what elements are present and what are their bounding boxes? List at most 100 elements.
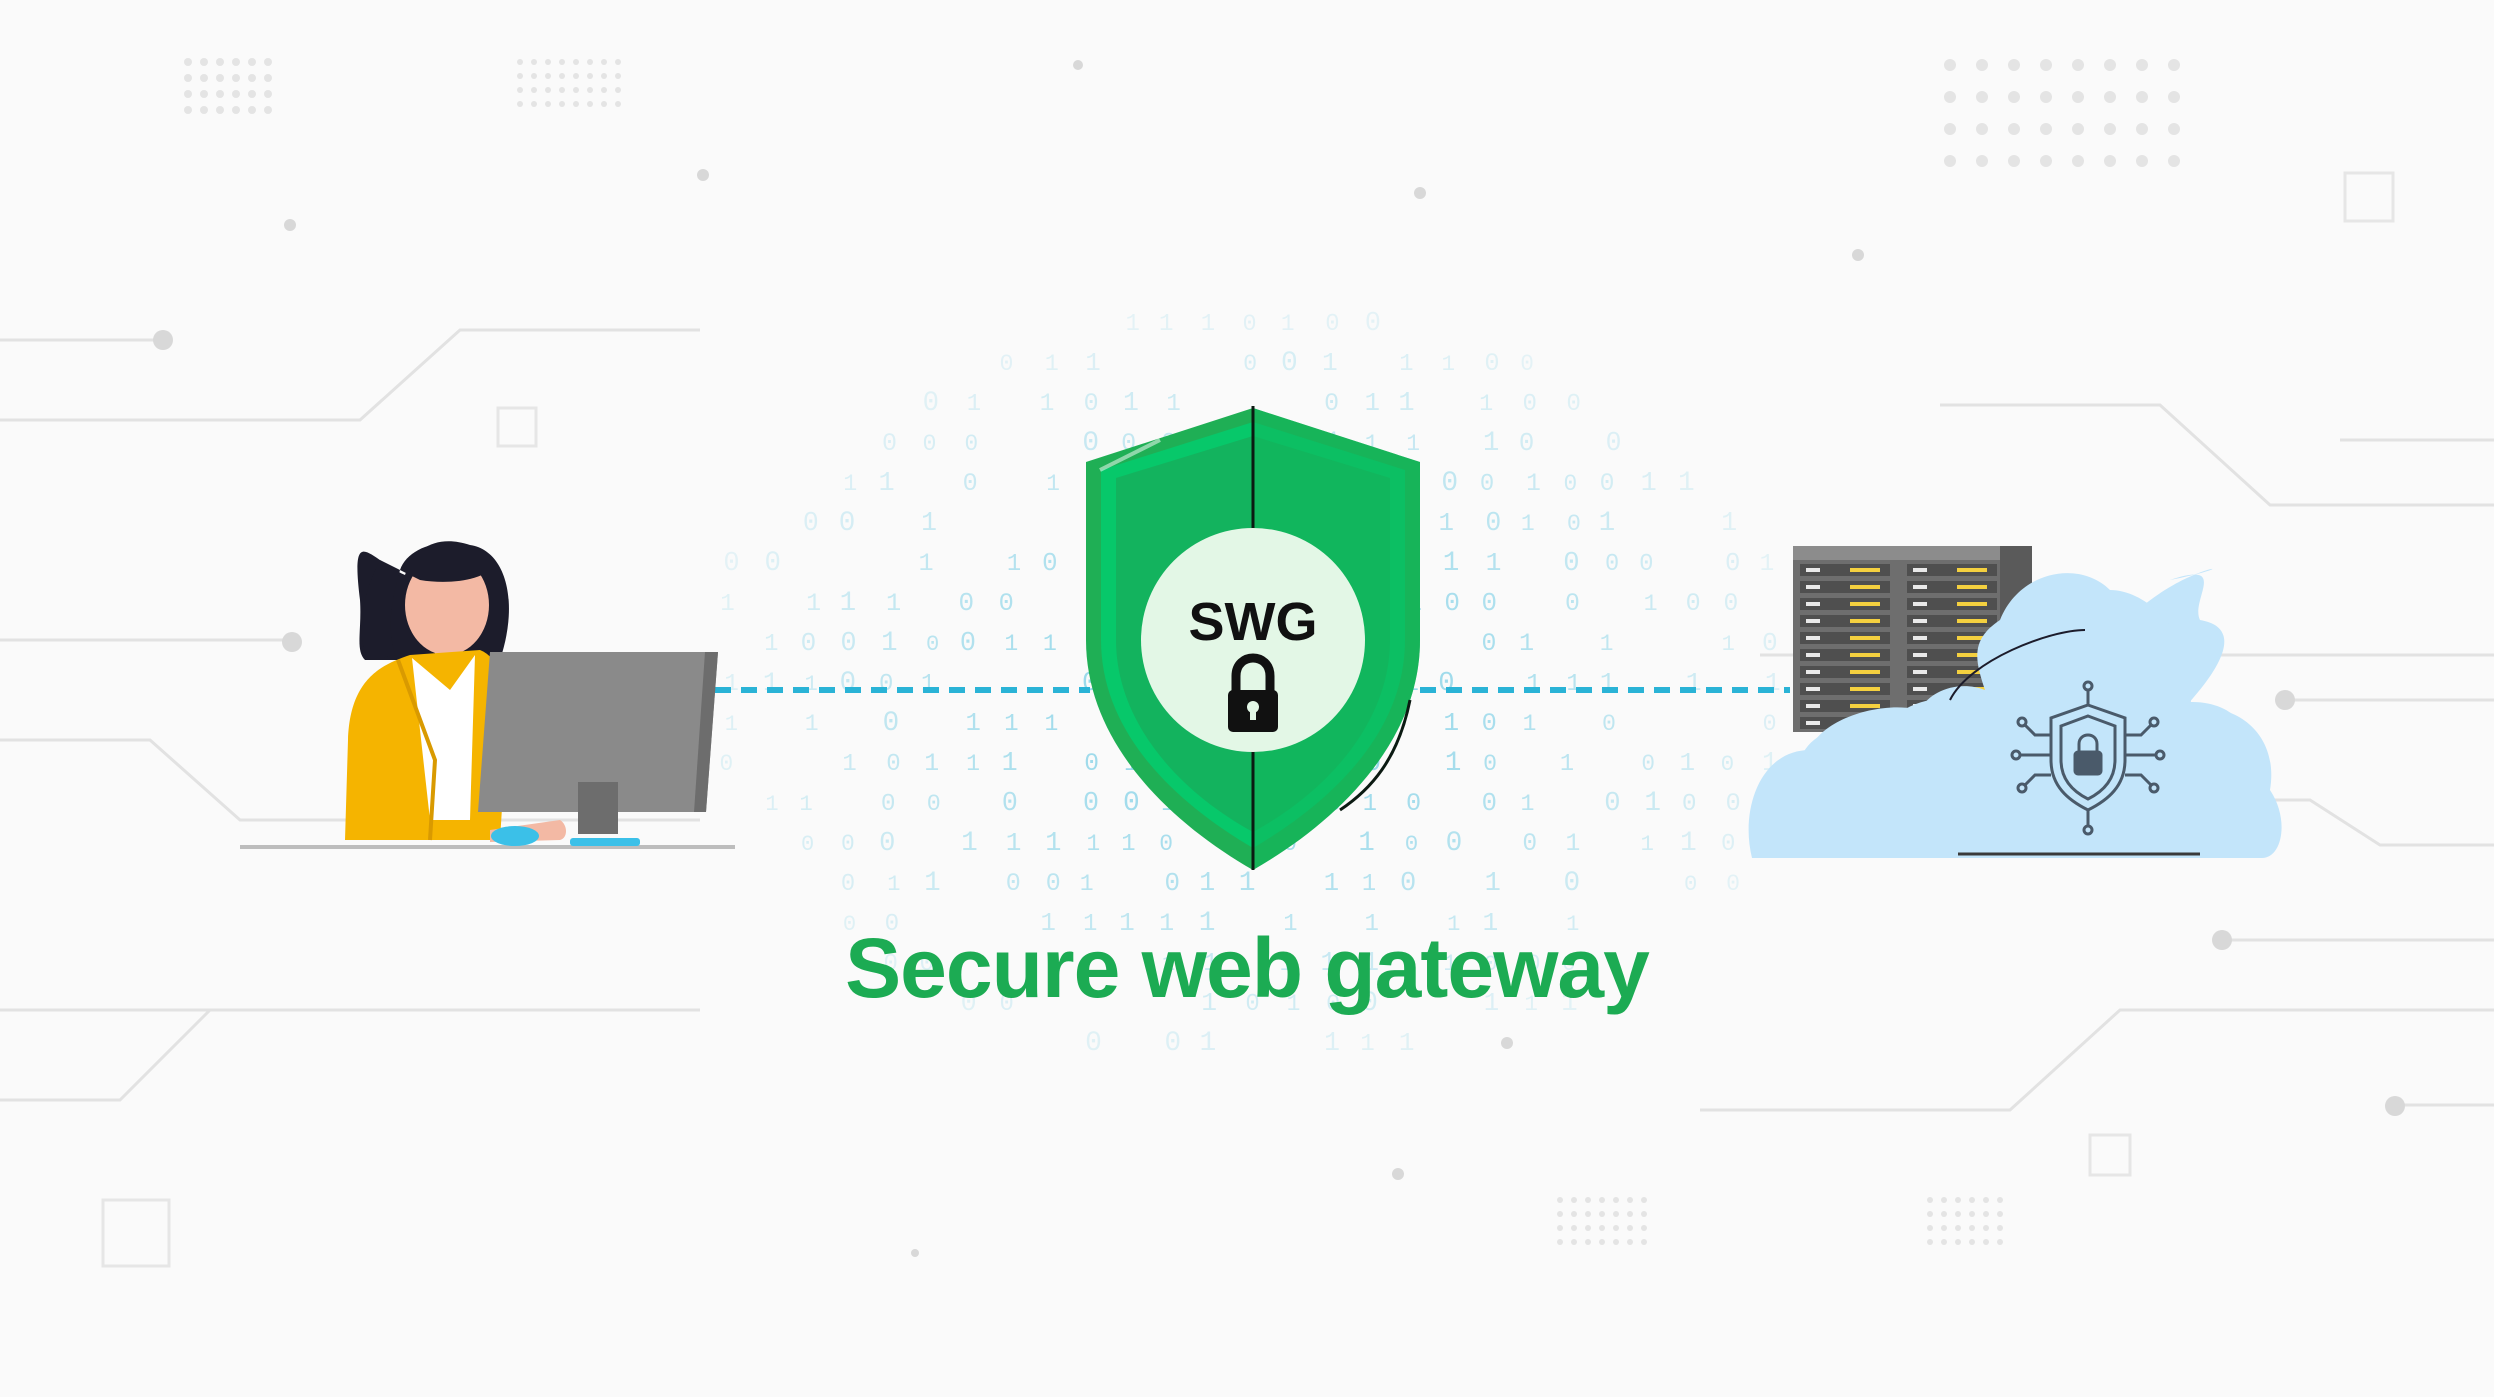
grid-dot: [264, 58, 272, 66]
binary-digit: 1: [965, 709, 980, 738]
grid-dot: [531, 73, 537, 79]
server-indicator: [1913, 636, 1927, 640]
grid-dot: [200, 58, 208, 66]
grid-dot: [1613, 1239, 1619, 1245]
grid-dot: [2104, 123, 2116, 135]
grid-dot: [2168, 59, 2180, 71]
grid-dot: [531, 101, 537, 107]
binary-digit: 1: [1159, 909, 1174, 938]
grid-dot: [2136, 91, 2148, 103]
server-slot: [1800, 683, 1890, 695]
grid-dot: [2008, 59, 2020, 71]
binary-digit: 0: [1725, 549, 1740, 578]
binary-digit: 1: [1126, 311, 1140, 338]
binary-digit: 0: [965, 431, 979, 457]
binary-digit: 1: [1678, 468, 1695, 499]
binary-digit: 1: [1046, 471, 1060, 497]
server-slot: [1800, 615, 1890, 627]
binary-digit: 1: [1721, 508, 1737, 538]
binary-digit: 1: [1566, 671, 1581, 698]
binary-digit: 1: [1486, 548, 1502, 578]
binary-digit: 1: [1040, 390, 1055, 418]
binary-digit: 1: [843, 471, 857, 497]
binary-digit: 1: [1166, 391, 1180, 418]
grid-dot: [1927, 1239, 1933, 1245]
grid-dot: [1927, 1211, 1933, 1217]
grid-dot: [1585, 1239, 1591, 1245]
binary-digit: 0: [801, 628, 817, 658]
binary-digit: 1: [1007, 551, 1021, 578]
grid-dot: [1944, 59, 1956, 71]
grid-dot: [1969, 1225, 1975, 1231]
binary-digit: 1: [1362, 871, 1376, 898]
binary-digit: 1: [1002, 749, 1018, 779]
grid-dot: [184, 74, 192, 82]
binary-digit: 0: [1604, 788, 1620, 819]
grid-dot: [2136, 155, 2148, 167]
binary-digit: 0: [1567, 511, 1581, 538]
server-indicator: [1806, 585, 1820, 589]
binary-digit: 0: [1721, 751, 1735, 777]
binary-digit: 1: [921, 508, 937, 538]
grid-dot: [573, 101, 579, 107]
binary-digit: 1: [1365, 389, 1380, 418]
binary-digit: 1: [725, 712, 738, 737]
binary-digit: 0: [1519, 429, 1534, 458]
binary-digit: 1: [1644, 788, 1661, 819]
binary-digit: 0: [1682, 791, 1697, 818]
binary-digit: 1: [804, 672, 817, 697]
binary-digit: 0: [840, 668, 856, 699]
server-indicator: [1806, 687, 1820, 691]
binary-digit: 0: [922, 431, 936, 457]
server-slot: [1907, 666, 1997, 678]
circuit-nodes: [153, 60, 2405, 1257]
grid-dot: [1944, 123, 1956, 135]
grid-dot: [1613, 1197, 1619, 1203]
binary-digit: 1: [1566, 912, 1579, 937]
grid-dot: [1927, 1225, 1933, 1231]
binary-digit: 0: [841, 831, 855, 857]
binary-digit: 0: [1639, 551, 1653, 578]
server-slot: [1800, 632, 1890, 644]
grid-dot: [1976, 91, 1988, 103]
grid-dot: [1983, 1225, 1989, 1231]
grid-dot: [1944, 155, 1956, 167]
server-indicator: [1806, 670, 1820, 674]
grid-dot: [1976, 123, 1988, 135]
binary-digit: 0: [1605, 551, 1619, 578]
grid-dot: [1627, 1239, 1633, 1245]
grid-dot: [1599, 1197, 1605, 1203]
binary-digit: 1: [1600, 631, 1614, 657]
grid-dot: [2168, 155, 2180, 167]
server-led: [1957, 653, 1987, 657]
binary-digit: 1: [1722, 632, 1735, 657]
binary-digit: 1: [1043, 631, 1057, 657]
grid-dot: [517, 101, 523, 107]
binary-digit: 1: [1482, 908, 1498, 938]
grid-dot: [1955, 1239, 1961, 1245]
binary-digit: 0: [1326, 992, 1340, 1018]
binary-digit: 1: [886, 589, 901, 618]
binary-digit: 1: [1641, 831, 1654, 857]
binary-digit: 1: [1439, 509, 1455, 538]
binary-digit: 1: [1479, 391, 1493, 418]
server-led: [1957, 568, 1987, 572]
binary-digit: 1: [1045, 829, 1061, 859]
binary-digit: 1: [1565, 830, 1580, 858]
grid-dot: [216, 74, 224, 82]
grid-dot: [601, 87, 607, 93]
binary-digit: 0: [1406, 789, 1421, 818]
binary-digit: 1: [1641, 469, 1657, 499]
binary-digit: 0: [1762, 628, 1778, 658]
binary-digit: 1: [1085, 349, 1100, 378]
binary-digit: 0: [1602, 711, 1616, 737]
grid-dot: [1969, 1239, 1975, 1245]
binary-digit: 1: [1765, 668, 1781, 698]
grid-dot: [517, 87, 523, 93]
grid-dot: [1585, 1225, 1591, 1231]
binary-digit: 0: [1522, 831, 1537, 858]
grid-dot: [517, 59, 523, 65]
server-indicator: [1913, 602, 1927, 606]
binary-digit: 1: [1680, 828, 1697, 859]
binary-digit: 0: [1481, 589, 1497, 618]
